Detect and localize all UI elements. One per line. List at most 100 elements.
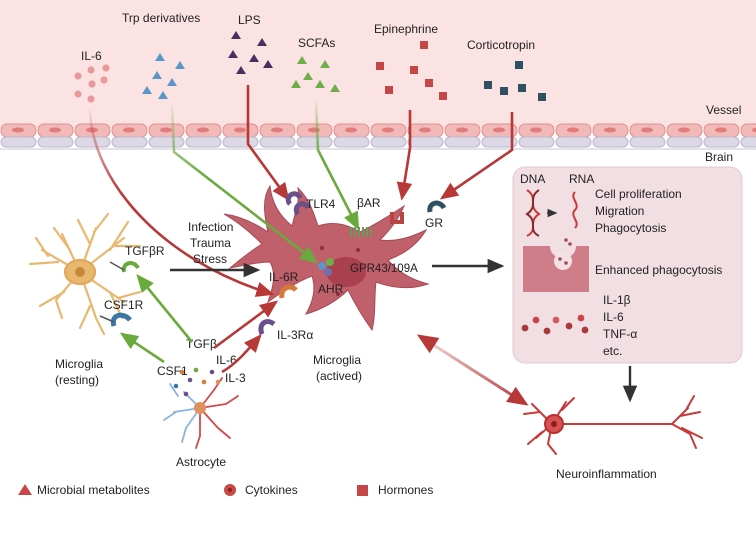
endothelial-nucleus — [234, 127, 246, 133]
tgfb-factor-label: TGFβ — [186, 337, 217, 351]
tgfbr-receptor-icon — [109, 261, 140, 273]
active-microglia-cell — [223, 184, 430, 332]
arrow-trp-to-ahr — [170, 104, 319, 264]
endothelial-nucleus — [271, 127, 283, 133]
tlr4-label: TLR4 — [306, 197, 336, 211]
basement-cell — [148, 136, 185, 148]
bar-label: βAR — [357, 196, 381, 210]
resting-microglia-cell — [28, 212, 142, 336]
endothelial-nucleus — [530, 127, 542, 133]
gpr-label: GPR43/109A — [350, 263, 418, 275]
gr-label: GR — [425, 216, 443, 230]
legend-cytokines-label: Cytokines — [245, 483, 298, 497]
arrow-lps-to-tlr4 — [246, 85, 290, 202]
resting-microglia-label-line2: (resting) — [55, 373, 99, 387]
trp-signal-label: Trp derivatives — [122, 11, 200, 25]
lps-signal-label: LPS — [238, 13, 261, 27]
arrow-astrocyte-to-il3ra — [221, 334, 262, 374]
trp-molecules — [142, 53, 185, 99]
cytokine-il6: IL-6 — [603, 310, 624, 324]
arrow-astrocyte-to-csf1r — [119, 332, 165, 364]
active-microglia-label-line1: Microglia — [313, 353, 361, 367]
enhanced-phagocytosis-label: Enhanced phagocytosis — [595, 263, 722, 277]
basement-cell — [185, 136, 222, 148]
il3-factor-label: IL-3 — [225, 371, 246, 385]
rna-strand-icon — [572, 191, 578, 229]
endothelial-nucleus — [678, 127, 690, 133]
endothelial-nucleus — [382, 127, 394, 133]
rna-label: RNA — [569, 172, 594, 186]
dna-helix-icon — [525, 189, 541, 237]
basement-cell — [37, 136, 74, 148]
endothelial-nucleus — [160, 127, 172, 133]
endothelial-nucleus — [49, 127, 61, 133]
tgfbr-label: TGFβR — [125, 244, 165, 258]
endothelial-nucleus — [604, 127, 616, 133]
phagocytosis-icon — [523, 238, 589, 292]
ahr-label: AHR — [318, 282, 344, 296]
basement-cell — [370, 136, 407, 148]
scfas-signal-label: SCFAs — [298, 36, 335, 50]
basement-cell — [629, 136, 666, 148]
basement-cell — [703, 136, 740, 148]
endothelial-layer — [0, 123, 756, 138]
gpr-receptor-icon — [350, 227, 372, 237]
astrocyte-cell — [163, 377, 239, 449]
basement-cell — [481, 136, 518, 148]
gene-effect-phagocytosis: Phagocytosis — [595, 221, 666, 235]
active-microglia-label-line2: (actived) — [316, 369, 362, 383]
stimulus-infection: Infection — [188, 220, 233, 234]
gene-effect-migration: Migration — [595, 204, 644, 218]
arrow-scfa-to-gpr — [314, 99, 360, 231]
il6-factor-label: IL-6 — [216, 353, 237, 367]
basement-cell — [666, 136, 703, 148]
neuroinflammation-label: Neuroinflammation — [556, 467, 657, 481]
astrocyte-label: Astrocyte — [176, 455, 226, 469]
arrow-astrocyte-to-il6r — [213, 300, 279, 350]
endothelial-nucleus — [123, 127, 135, 133]
arrow-microglia-neuron-bidirectional — [416, 334, 529, 406]
basement-cell — [592, 136, 629, 148]
endothelial-nucleus — [345, 127, 357, 133]
cytokine-tnfa: TNF-α — [603, 327, 637, 341]
csf1r-receptor-icon — [99, 312, 132, 327]
basement-layer — [0, 136, 756, 148]
il3ra-label: IL-3Rα — [277, 328, 313, 342]
lps-molecules — [228, 31, 273, 74]
cytokine-etc: etc. — [603, 344, 622, 358]
basement-cell — [0, 136, 37, 148]
arrow-il6-to-il6r — [88, 109, 275, 297]
endothelial-nucleus — [12, 127, 24, 133]
brain-label: Brain — [705, 150, 733, 164]
legend-hormones-label: Hormones — [378, 483, 433, 497]
arrow-epinephrine-to-bar — [396, 110, 413, 201]
basement-cell — [222, 136, 259, 148]
csf1r-label: CSF1R — [104, 298, 144, 312]
endothelial-nucleus — [715, 127, 727, 133]
basement-cell — [74, 136, 111, 148]
basement-cell — [407, 136, 444, 148]
basement-cell — [111, 136, 148, 148]
il6-signal-label: IL-6 — [81, 49, 102, 63]
csf1-factor-label: CSF1 — [157, 364, 188, 378]
legend-triangle-icon — [18, 484, 32, 495]
basement-cell — [518, 136, 555, 148]
endothelial-cell — [740, 123, 756, 138]
scfa-molecules — [291, 56, 340, 92]
arrow-astrocyte-to-tgfbr — [136, 273, 194, 343]
basement-cell — [333, 136, 370, 148]
epinephrine-signal-label: Epinephrine — [374, 22, 438, 36]
dna-label: DNA — [520, 172, 545, 186]
bar-receptor-icon — [390, 212, 404, 224]
legend: Microbial metabolites Cytokines Hormones — [18, 483, 433, 497]
arrow-corticotropin-to-gr — [439, 112, 514, 200]
endothelial-nucleus — [752, 127, 756, 133]
basement-cell — [555, 136, 592, 148]
stimulus-trauma: Trauma — [190, 236, 231, 250]
ahr-receptor-icon — [318, 258, 334, 276]
endothelial-nucleus — [641, 127, 653, 133]
resting-microglia-label-line1: Microglia — [55, 357, 103, 371]
endothelial-nucleus — [456, 127, 468, 133]
endothelial-nucleus — [197, 127, 209, 133]
